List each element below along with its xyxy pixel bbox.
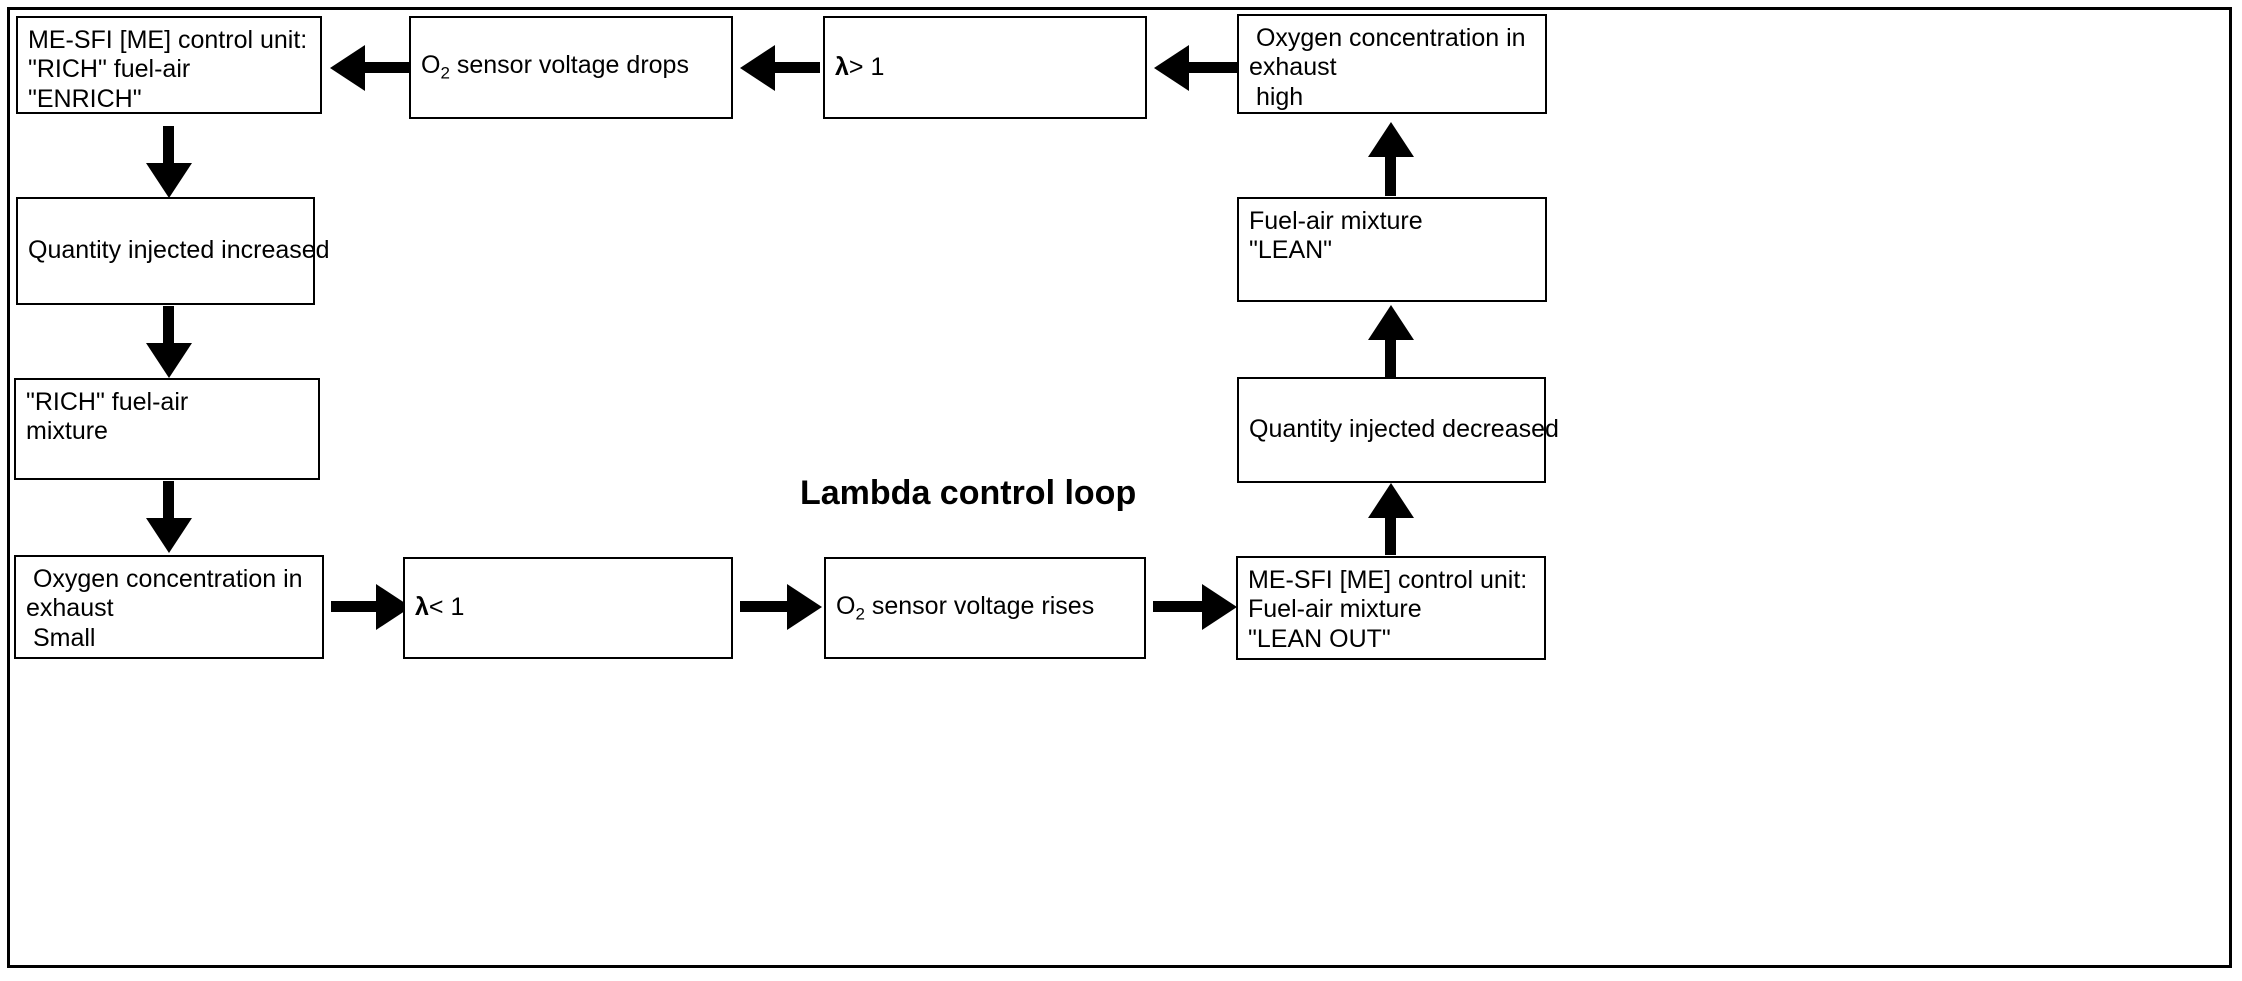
arrow-lambdagt1-to-o2drops <box>740 45 820 91</box>
box-lambda-less-than-1: λ< 1 <box>403 557 733 659</box>
arrow-oxygensmall-to-lambdalt1 <box>331 584 411 630</box>
o2-label-prefix: O <box>421 51 441 80</box>
oxygen-high-line-3: high <box>1249 82 1304 111</box>
box-control-unit-rich: ME-SFI [ME] control unit: "RICH" fuel-ai… <box>16 16 322 114</box>
box-o2-voltage-drops-text: O2 sensor voltage drops <box>421 51 689 83</box>
arrow-controlunit-to-quantityincreased <box>146 126 192 198</box>
box-oxygen-concentration-small: Oxygen concentration in exhaust Small <box>14 555 324 659</box>
o2-label-subscript: 2 <box>440 63 450 83</box>
box-lambda-lt-text: λ< 1 <box>415 593 464 622</box>
box-rich-fuel-air-mixture: "RICH" fuel-air mixture <box>14 378 320 480</box>
arrow-o2rises-to-controlunitlean <box>1153 584 1237 630</box>
arrow-o2drops-to-controlunit <box>330 45 410 91</box>
oxygen-small-line-2: exhaust <box>26 594 114 623</box>
box-quantity-injected-decreased: Quantity injected decreased <box>1237 377 1559 483</box>
lambda-relation-2: < 1 <box>428 593 465 622</box>
box-quantity-injected-increased: Quantity injected increased <box>16 197 330 305</box>
arrow-oxygenhigh-to-lambdagt1 <box>1154 45 1239 91</box>
arrow-controlunitlean-to-quantitydecreased <box>1368 483 1414 555</box>
box-fuel-air-mixture-lean: Fuel-air mixture "LEAN" <box>1237 197 1547 302</box>
oxygen-high-line-2: exhaust <box>1249 53 1337 82</box>
box-o2-voltage-rises: O2 sensor voltage rises <box>824 557 1146 659</box>
lambda-relation: > 1 <box>848 52 885 81</box>
o2-rises-suffix: sensor voltage rises <box>864 591 1095 620</box>
oxygen-high-line-1: Oxygen concentration in <box>1249 24 1526 52</box>
diagram-title: Lambda control loop <box>800 474 1137 512</box>
o2-rises-prefix: O <box>836 591 856 620</box>
box-control-unit-lean-out: ME-SFI [ME] control unit: Fuel-air mixtu… <box>1236 556 1546 660</box>
oxygen-small-line-3: Small <box>26 623 96 652</box>
box-lambda-greater-than-1: λ> 1 <box>823 16 1147 119</box>
o2-rises-subscript: 2 <box>855 604 865 624</box>
quantity-decreased-text: Quantity injected decreased <box>1249 415 1559 444</box>
box-oxygen-concentration-high: Oxygen concentration in exhaust high <box>1237 14 1547 114</box>
arrow-quantityincreased-to-richmixture <box>146 306 192 378</box>
arrow-quantitydecreased-to-fuelairlean <box>1368 305 1414 377</box>
box-o2-voltage-drops: O2 sensor voltage drops <box>409 16 733 119</box>
lambda-symbol: λ <box>835 52 849 81</box>
oxygen-small-line-1: Oxygen concentration in <box>26 565 303 593</box>
lambda-symbol-2: λ <box>415 593 429 622</box>
arrow-lambdalt1-to-o2rises <box>740 584 822 630</box>
arrow-richmixture-to-oxygensmall <box>146 481 192 553</box>
arrow-fuelairlean-to-oxygenhigh <box>1368 122 1414 196</box>
diagram-outer-frame <box>7 7 2232 968</box>
quantity-increased-text: Quantity injected increased <box>28 236 330 265</box>
box-lambda-gt-text: λ> 1 <box>835 53 884 82</box>
box-o2-voltage-rises-text: O2 sensor voltage rises <box>836 592 1094 624</box>
o2-label-suffix: sensor voltage drops <box>449 51 689 80</box>
